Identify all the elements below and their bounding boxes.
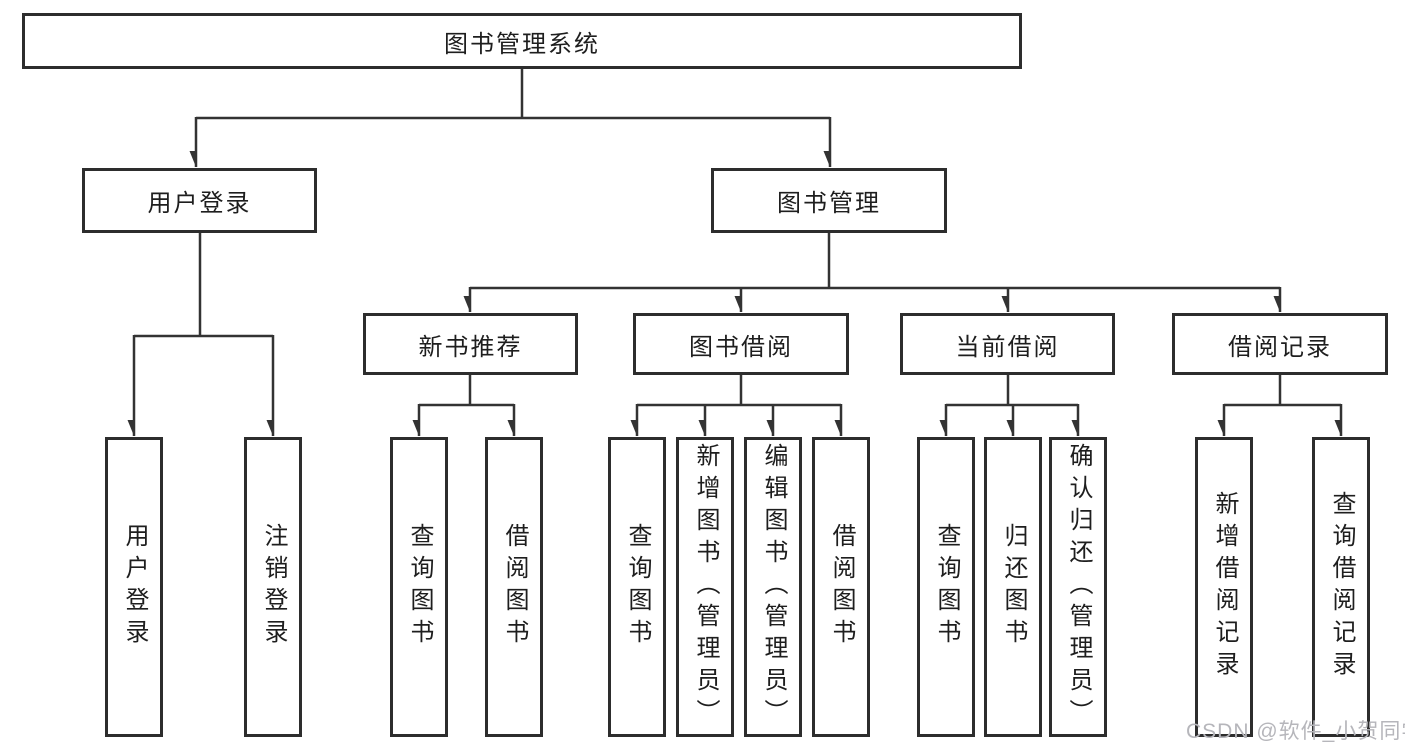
csdn-watermark: CSDN @软件_小贺同学 [1186,720,1405,743]
leaf-records-add-record: 新增借阅记录 [1195,437,1253,737]
leaf-current-return-books: 归还图书 [984,437,1042,737]
node-book-borrow-label: 图书借阅 [689,333,793,361]
leaf-borrow-add-books-admin: 新增图书（管理员） [676,437,734,737]
node-borrow-records: 借阅记录 [1172,313,1388,375]
leaf-user-login-label: 用户登录 [121,523,148,651]
node-current-borrow: 当前借阅 [900,313,1115,375]
leaf-borrow-edit-books-admin: 编辑图书（管理员） [744,437,802,737]
node-book-management-label: 图书管理 [777,190,881,217]
node-new-book-recommend-label: 新书推荐 [418,333,523,361]
leaf-current-confirm-return-admin: 确认归还（管理员） [1049,437,1107,737]
leaf-borrow-borrow-books-label: 借阅图书 [828,523,855,651]
node-new-book-recommend: 新书推荐 [363,313,578,375]
leaf-logout-label: 注销登录 [260,523,287,651]
node-user-login-label: 用户登录 [147,190,252,217]
leaf-current-confirm-return-admin-label: 确认归还（管理员） [1065,443,1092,731]
node-root-label: 图书管理系统 [444,30,600,58]
leaf-recommend-borrow-books: 借阅图书 [485,437,543,737]
leaf-records-query-record-label: 查询借阅记录 [1328,491,1355,683]
leaf-borrow-add-books-admin-label: 新增图书（管理员） [692,443,719,731]
leaf-borrow-query-books-label: 查询图书 [624,523,651,651]
node-root: 图书管理系统 [22,13,1022,69]
node-current-borrow-label: 当前借阅 [955,333,1060,361]
leaf-borrow-query-books: 查询图书 [608,437,666,737]
leaf-logout: 注销登录 [244,437,302,737]
leaf-current-query-books: 查询图书 [917,437,975,737]
leaf-borrow-edit-books-admin-label: 编辑图书（管理员） [760,443,787,731]
leaf-records-add-record-label: 新增借阅记录 [1211,491,1238,683]
node-borrow-records-label: 借阅记录 [1228,333,1332,361]
leaf-recommend-borrow-books-label: 借阅图书 [501,523,528,651]
node-book-borrow: 图书借阅 [633,313,849,375]
node-user-login: 用户登录 [82,168,317,233]
leaf-user-login: 用户登录 [105,437,163,737]
leaf-recommend-query-books-label: 查询图书 [406,523,433,651]
leaf-current-query-books-label: 查询图书 [933,523,960,651]
leaf-borrow-borrow-books: 借阅图书 [812,437,870,737]
leaf-recommend-query-books: 查询图书 [390,437,448,737]
leaf-records-query-record: 查询借阅记录 [1312,437,1370,737]
leaf-current-return-books-label: 归还图书 [1000,523,1027,651]
node-book-management: 图书管理 [711,168,947,233]
